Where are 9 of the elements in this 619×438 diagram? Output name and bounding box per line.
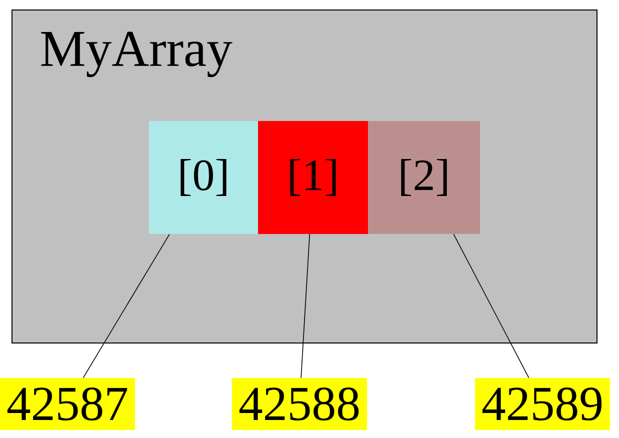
array-cell: [0]	[149, 121, 258, 234]
address-label: 42588	[232, 378, 367, 430]
address-label: 42587	[0, 378, 135, 430]
leader-line	[82, 234, 170, 378]
array-cell: [2]	[368, 121, 480, 234]
array-cell: [1]	[258, 121, 368, 234]
address-label: 42589	[475, 378, 610, 430]
leader-line	[453, 234, 530, 378]
leader-line	[300, 234, 310, 378]
